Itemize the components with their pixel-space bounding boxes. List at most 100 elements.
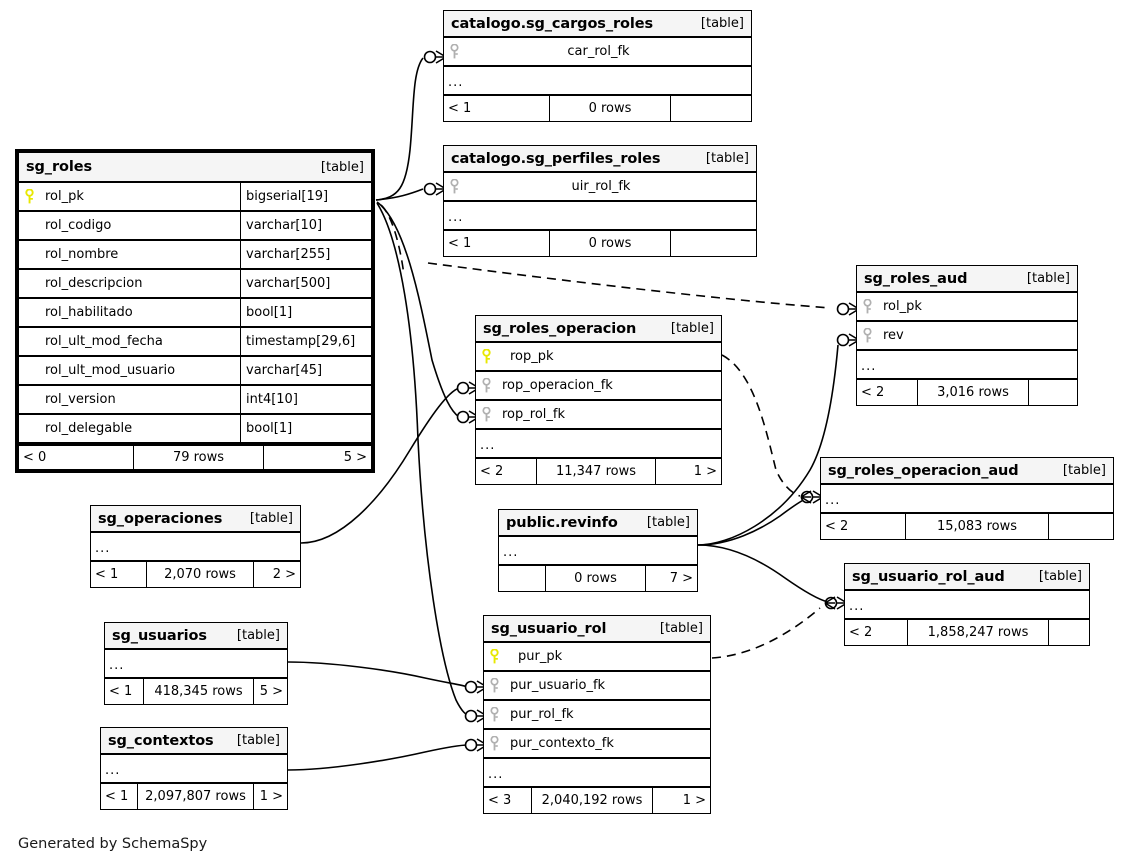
footer-children: 7 >: [669, 571, 693, 586]
table-node-sg-roles-aud[interactable]: sg_roles_aud [table] rol_pk rev ... < 2 …: [856, 265, 1078, 406]
column-row[interactable]: rol_version int4[10]: [19, 386, 371, 415]
column-name: rol_version: [45, 392, 116, 407]
table-header: sg_contextos [table]: [101, 728, 287, 755]
table-name: sg_contextos: [108, 732, 214, 749]
column-row[interactable]: pur_usuario_fk: [484, 672, 710, 701]
column-row[interactable]: pur_pk: [484, 643, 710, 672]
column-name: rop_pk: [510, 349, 554, 364]
column-name: rol_delegable: [45, 421, 133, 436]
footer-parents: < 1: [448, 236, 472, 251]
table-node-sg-usuarios[interactable]: sg_usuarios [table] ... < 1 418,345 rows…: [104, 622, 288, 705]
column-row[interactable]: rol_habilitado bool[1]: [19, 299, 371, 328]
column-ellipsis: ...: [821, 485, 1113, 514]
table-header: sg_roles_operacion_aud [table]: [821, 458, 1113, 485]
foreign-key-icon: [484, 730, 504, 757]
footer-rowcount: 0 rows: [549, 231, 671, 256]
table-node-sg-roles-operacion[interactable]: sg_roles_operacion [table] rop_pk rop_op…: [475, 315, 722, 485]
table-footer: < 2 3,016 rows: [857, 380, 1077, 405]
column-row[interactable]: rol_ult_mod_usuario varchar[45]: [19, 357, 371, 386]
column-name: rol_pk: [883, 299, 922, 314]
foreign-key-icon: [444, 173, 464, 200]
column-name: rol_descripcion: [45, 276, 143, 291]
table-node-sg-usuario-rol-aud[interactable]: sg_usuario_rol_aud [table] ... < 2 1,858…: [844, 563, 1090, 646]
column-name: rol_habilitado: [45, 305, 133, 320]
foreign-key-icon: [476, 401, 496, 428]
column-ellipsis: ...: [101, 755, 287, 784]
table-footer: < 1 2,097,807 rows 1 >: [101, 784, 287, 809]
footer-children: 1 >: [259, 789, 283, 804]
table-node-sg-operaciones[interactable]: sg_operaciones [table] ... < 1 2,070 row…: [90, 505, 301, 588]
column-row[interactable]: car_rol_fk: [444, 38, 751, 67]
column-ellipsis: ...: [476, 430, 721, 459]
table-name: sg_roles_aud: [864, 270, 968, 287]
foreign-key-icon: [484, 672, 504, 699]
table-node-sg-contextos[interactable]: sg_contextos [table] ... < 1 2,097,807 r…: [100, 727, 288, 810]
table-tag: [table]: [1062, 463, 1106, 478]
column-row[interactable]: rol_codigo varchar[10]: [19, 212, 371, 241]
column-row[interactable]: rop_rol_fk: [476, 401, 721, 430]
column-row[interactable]: pur_contexto_fk: [484, 730, 710, 759]
table-name: sg_roles: [26, 159, 93, 175]
column-name: uir_rol_fk: [571, 179, 631, 194]
table-node-sg-usuario-rol[interactable]: sg_usuario_rol [table] pur_pk pur_usuari…: [483, 615, 711, 814]
footer-parents: [499, 566, 545, 591]
table-footer: 0 rows 7 >: [499, 566, 697, 591]
table-tag: [table]: [1038, 569, 1082, 584]
table-footer: < 2 1,858,247 rows: [845, 620, 1089, 645]
table-name: public.revinfo: [506, 514, 618, 531]
foreign-key-icon: [857, 322, 877, 349]
footer-children: [1049, 514, 1113, 539]
table-node-sg-roles[interactable]: sg_roles [table] rol_pk bigserial[19] ro…: [16, 150, 374, 472]
column-row[interactable]: pur_rol_fk: [484, 701, 710, 730]
column-row[interactable]: rol_pk bigserial[19]: [19, 183, 371, 212]
column-type: varchar[10]: [240, 212, 371, 239]
column-row[interactable]: rol_delegable bool[1]: [19, 415, 371, 444]
table-node-sg-cargos-roles[interactable]: catalogo.sg_cargos_roles [table] car_rol…: [443, 10, 752, 122]
table-tag: [table]: [646, 515, 690, 530]
table-name: sg_usuarios: [112, 627, 207, 644]
column-ellipsis: ...: [499, 537, 697, 566]
footer-parents: < 1: [448, 101, 472, 116]
foreign-key-icon: [857, 293, 877, 320]
column-ellipsis: ...: [857, 351, 1077, 380]
footer-rowcount: 3,016 rows: [917, 380, 1029, 405]
column-name: rev: [883, 328, 904, 343]
table-footer: < 1 0 rows: [444, 96, 751, 121]
table-node-revinfo[interactable]: public.revinfo [table] ... 0 rows 7 >: [498, 509, 698, 592]
table-header: sg_roles [table]: [19, 153, 371, 183]
column-row[interactable]: rop_pk: [476, 343, 721, 372]
footer-parents: < 0: [23, 450, 47, 465]
table-header: public.revinfo [table]: [499, 510, 697, 537]
column-row[interactable]: rol_nombre varchar[255]: [19, 241, 371, 270]
table-header: sg_usuario_rol_aud [table]: [845, 564, 1089, 591]
table-name: sg_usuario_rol_aud: [852, 568, 1005, 585]
table-footer: < 1 0 rows: [444, 231, 756, 256]
column-ellipsis: ...: [444, 202, 756, 231]
footer-rowcount: 79 rows: [133, 446, 264, 469]
footer-rowcount: 418,345 rows: [143, 679, 254, 704]
foreign-key-icon: [484, 701, 504, 728]
table-node-sg-perfiles-roles[interactable]: catalogo.sg_perfiles_roles [table] uir_r…: [443, 145, 757, 257]
column-type: varchar[45]: [240, 357, 371, 384]
footer-children: 1 >: [682, 793, 706, 808]
table-footer: < 1 418,345 rows 5 >: [105, 679, 287, 704]
column-row[interactable]: rev: [857, 322, 1077, 351]
footer-rowcount: 1,858,247 rows: [907, 620, 1049, 645]
footer-rowcount: 0 rows: [545, 566, 646, 591]
table-node-sg-roles-operacion-aud[interactable]: sg_roles_operacion_aud [table] ... < 2 1…: [820, 457, 1114, 540]
column-type: varchar[500]: [240, 270, 371, 297]
footer-rowcount: 2,040,192 rows: [531, 788, 653, 813]
footer-children: 5 >: [259, 684, 283, 699]
column-row[interactable]: rol_ult_mod_fecha timestamp[29,6]: [19, 328, 371, 357]
table-header: sg_usuarios [table]: [105, 623, 287, 650]
column-name: rol_ult_mod_fecha: [45, 334, 163, 349]
column-row[interactable]: rol_pk: [857, 293, 1077, 322]
footer-rowcount: 0 rows: [549, 96, 671, 121]
column-row[interactable]: rop_operacion_fk: [476, 372, 721, 401]
column-row[interactable]: rol_descripcion varchar[500]: [19, 270, 371, 299]
column-ellipsis: ...: [444, 67, 751, 96]
table-tag: [table]: [700, 16, 744, 31]
column-name: pur_pk: [518, 649, 563, 664]
table-header: sg_usuario_rol [table]: [484, 616, 710, 643]
column-row[interactable]: uir_rol_fk: [444, 173, 756, 202]
